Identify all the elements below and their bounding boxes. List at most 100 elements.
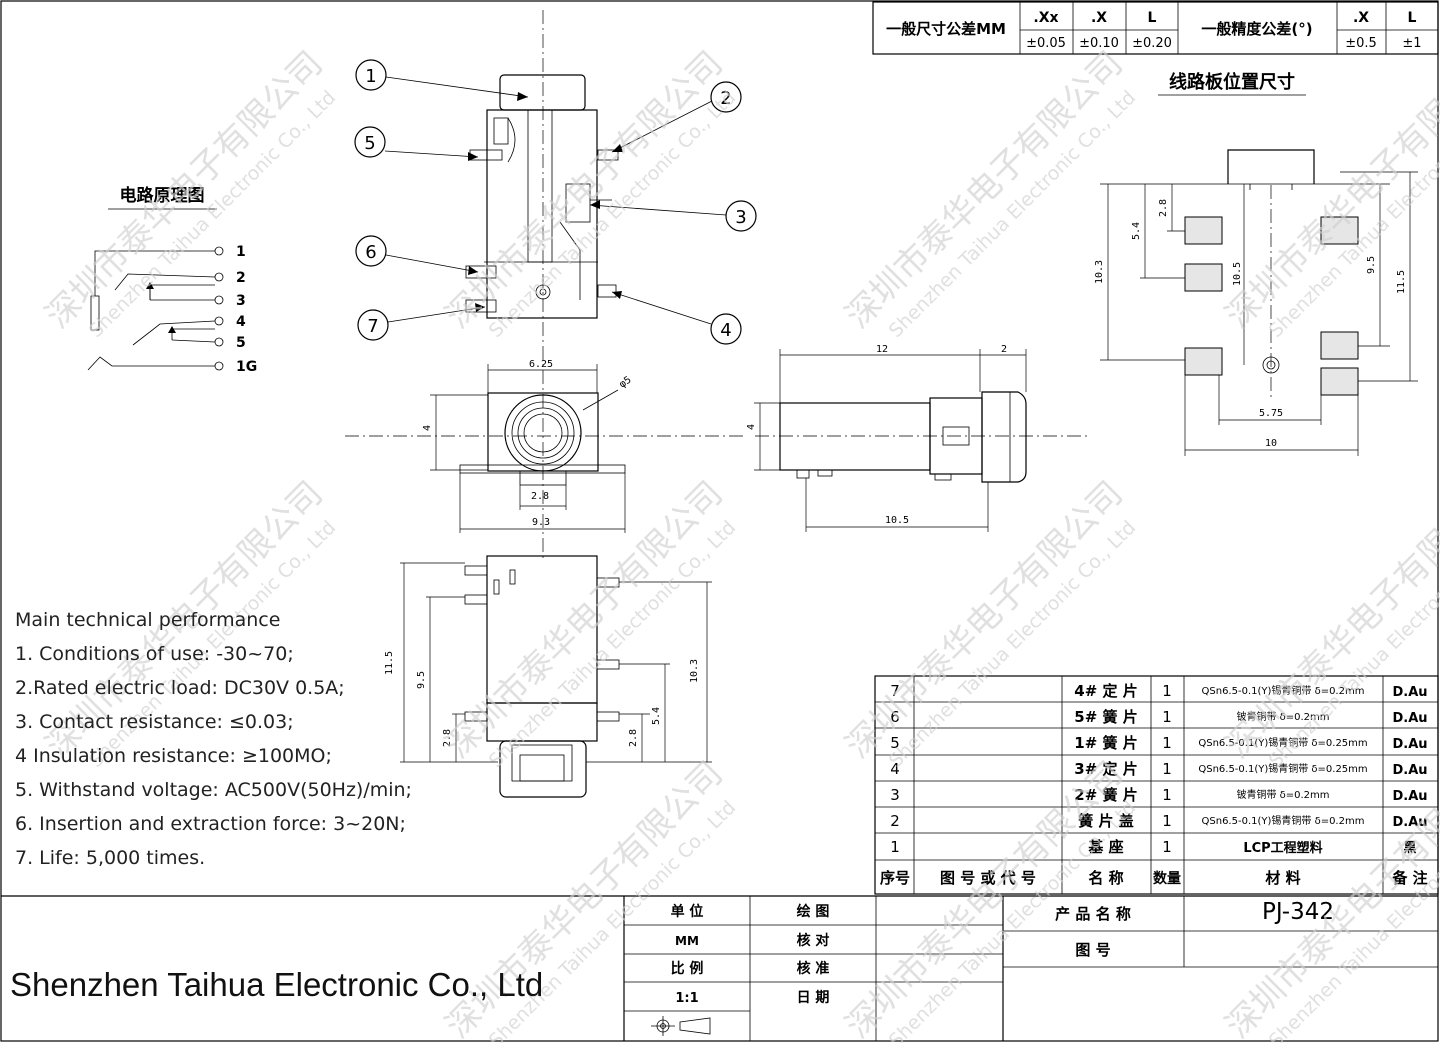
dim-pcb-11-5: 11.5 [1396, 270, 1407, 294]
performance-heading: Main technical performance [15, 609, 281, 631]
bom-row-5-name: 1# 簧 片 [1074, 734, 1137, 752]
circuit-pin-1: 1 [236, 244, 246, 260]
circuit-schematic: 电路原理图 1 2 3 4 5 1G [87, 185, 257, 375]
bom-row-4-note: D.Au [1392, 763, 1427, 778]
bom-row-6-name: 5# 簧 片 [1074, 708, 1137, 726]
approve-label: 核 准 [797, 960, 830, 977]
svg-text:深圳市泰华电子有限公司: 深圳市泰华电子有限公司 [438, 474, 731, 767]
pcb-pad [1320, 216, 1359, 245]
pcb-title: 线路板位置尺寸 [1169, 71, 1295, 93]
drawn-label: 绘 图 [797, 903, 830, 920]
bom-row-7-note: D.Au [1392, 685, 1427, 700]
circuit-pin-3: 3 [236, 293, 246, 309]
tol-value-xx: ±0.05 [1026, 36, 1066, 51]
svg-text:Shenzhen Taihua Electronic Co.: Shenzhen Taihua Electronic Co., Ltd [85, 87, 340, 342]
bottom-view: 11.5 9.5 2.8 2.8 5.4 10.3 [384, 555, 712, 798]
bom-row-5-qty: 1 [1162, 734, 1172, 752]
bom-row-5-material: QSn6.5-0.1(Y)锡青铜带 δ=0.25mm [1198, 736, 1367, 749]
dim-front-width-top: 6.25 [529, 359, 553, 370]
unit-label: 单 位 [671, 903, 704, 920]
bom-row-4-name: 3# 定 片 [1074, 760, 1137, 778]
svg-text:Shenzhen Taihua Electronic Co.: Shenzhen Taihua Electronic Co., Ltd [885, 87, 1140, 342]
drawing-no-label: 图 号 [1075, 941, 1110, 959]
dim-side-len-bottom: 10.5 [885, 515, 909, 526]
callout-6: 6 [365, 242, 376, 263]
pcb-pad [1320, 367, 1359, 396]
svg-text:深圳市泰华电子有限公司: 深圳市泰华电子有限公司 [838, 754, 1131, 1043]
circuit-pin-4: 4 [236, 314, 246, 330]
dim-front-diameter: φ5 [617, 375, 633, 391]
bom-row-6-note: D.Au [1392, 711, 1427, 726]
svg-text:Shenzhen Taihua Electronic Co.: Shenzhen Taihua Electronic Co., Ltd [485, 517, 740, 772]
bom-row-7-qty: 1 [1162, 682, 1172, 700]
svg-text:深圳市泰华电子有限公司: 深圳市泰华电子有限公司 [38, 44, 331, 337]
circuit-title: 电路原理图 [120, 185, 205, 206]
bom-header-material: 材 料 [1265, 869, 1300, 887]
bom-row-2-no: 2 [890, 812, 900, 830]
bom-row-2-qty: 1 [1162, 812, 1172, 830]
dim-pcb-2-8: 2.8 [1158, 199, 1169, 217]
pcb-pad [1184, 216, 1223, 245]
bom-row-6-qty: 1 [1162, 708, 1172, 726]
top-view [465, 10, 619, 560]
date-label: 日 期 [797, 990, 830, 1006]
callout-5: 5 [364, 133, 375, 154]
bom-row-6-no: 6 [890, 708, 900, 726]
front-view: 6.25 φ5 4 2.8 9.3 [345, 359, 745, 533]
callout-3: 3 [735, 207, 746, 228]
bom-row-4-material: QSn6.5-0.1(Y)锡青铜带 δ=0.25mm [1198, 762, 1367, 775]
side-view: 12 2 4 10.5 [746, 344, 1090, 532]
bom-row-5-no: 5 [890, 734, 900, 752]
circuit-pin-1g: 1G [236, 359, 257, 375]
svg-text:Shenzhen Taihua Electronic Co.: Shenzhen Taihua Electronic Co., Ltd [485, 87, 740, 342]
tol-value-l: ±0.20 [1132, 36, 1172, 51]
dim-pcb-10-3: 10.3 [1094, 260, 1105, 284]
callout-1: 1 [365, 66, 376, 87]
dim-tolerance-label: 一般尺寸公差MM [886, 20, 1006, 38]
callout-4: 4 [720, 320, 731, 341]
circuit-pin-2: 2 [236, 270, 246, 286]
bom-row-3-material: 铍青铜带 δ=0.2mm [1236, 788, 1329, 801]
title-block: 单 位 MM 比 例 1:1 绘 图 核 对 核 准 日 期 产 品 名 称 P… [1, 895, 1438, 1041]
tolerance-table: 一般尺寸公差MM .Xx .X L ±0.05 ±0.10 ±0.20 一般精度… [872, 1, 1439, 55]
callout-7: 7 [367, 316, 378, 337]
unit-value: MM [675, 934, 699, 948]
pcb-pad [1184, 263, 1223, 292]
bom-row-7-material: QSn6.5-0.1(Y)锡青铜带 δ=0.2mm [1202, 684, 1365, 697]
dim-pcb-10: 10 [1265, 438, 1277, 449]
bom-row-3-no: 3 [890, 786, 900, 804]
bom-row-1-qty: 1 [1162, 838, 1172, 856]
pcb-pad [1320, 331, 1359, 360]
bom-row-3-name: 2# 簧 片 [1074, 786, 1137, 804]
bom-row-2-material: QSn6.5-0.1(Y)锡青铜带 δ=0.2mm [1202, 814, 1365, 827]
svg-text:深圳市泰华电子有限公司: 深圳市泰华电子有限公司 [838, 44, 1131, 337]
bom-row-7-no: 7 [890, 682, 900, 700]
bom-row-4-no: 4 [890, 760, 900, 778]
bom-row-1-note: 黑 [1403, 841, 1416, 856]
scale-label: 比 例 [671, 960, 704, 977]
angle-tolerance-label: 一般精度公差(°) [1201, 20, 1312, 38]
bom-row-1-no: 1 [890, 838, 900, 856]
tol-header-x: .X [1091, 10, 1107, 26]
bom-row-2-note: D.Au [1392, 815, 1427, 830]
circuit-pin-5: 5 [236, 335, 246, 351]
callouts: 1 2 3 4 5 6 7 [354, 59, 757, 345]
performance-item-3: 3. Contact resistance: ≤0.03; [15, 711, 294, 733]
performance-item-7: 7. Life: 5,000 times. [15, 847, 206, 869]
bom-header-no: 序号 [880, 869, 910, 887]
dim-side-height: 4 [746, 424, 757, 430]
bom-row-7-name: 4# 定 片 [1074, 682, 1137, 700]
bom-row-4-qty: 1 [1162, 760, 1172, 778]
dim-bottom-11-5: 11.5 [384, 651, 395, 675]
dim-side-len-top: 12 [876, 344, 888, 355]
callout-2: 2 [720, 88, 731, 109]
pcb-layout: 线路板位置尺寸 10.3 5.4 2.8 10.5 9.5 1 [1094, 71, 1418, 456]
tol-value-x: ±0.10 [1079, 36, 1119, 51]
tol-header-l: L [1148, 10, 1157, 26]
